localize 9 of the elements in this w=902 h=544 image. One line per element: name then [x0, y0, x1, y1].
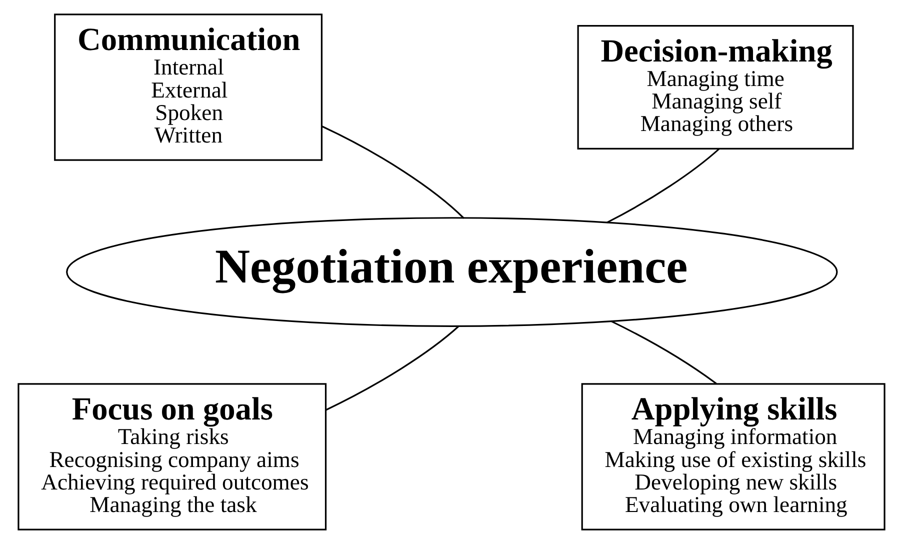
connector: [320, 126, 464, 219]
connector: [610, 320, 716, 384]
node-box: Communication Internal External Spoken Written: [54, 14, 322, 161]
node-box: Focus on goals Taking risks Recognising company aims Achieving required outcomes Managing the task: [17, 383, 326, 530]
connector: [325, 326, 459, 411]
connector: [606, 148, 720, 224]
node-box: Decision-making Managing time Managing self Managing others: [576, 24, 854, 150]
node-ellipse: Negotiation experience: [66, 217, 838, 327]
node-box: Applying skills Managing information Making use of existing skills Developing new skills Evaluating own learning: [580, 383, 885, 530]
